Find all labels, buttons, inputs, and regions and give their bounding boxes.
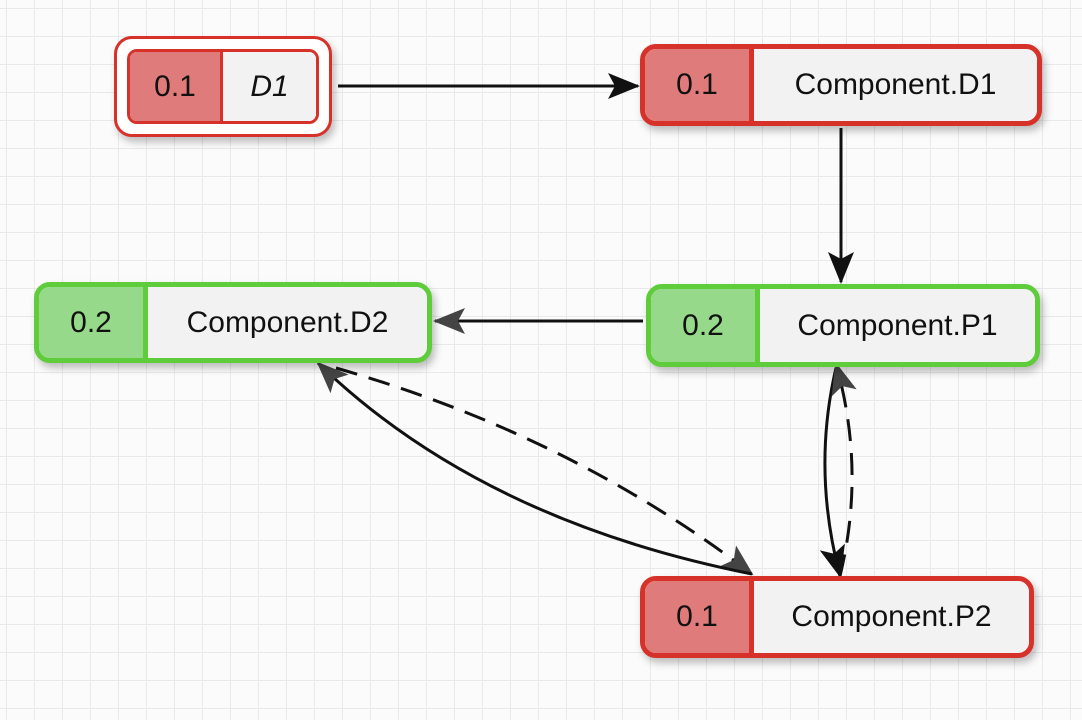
node-component-p1-label: Component.P1 — [760, 289, 1035, 362]
node-component-d2-score: 0.2 — [39, 287, 148, 358]
node-component-d1[interactable]: 0.1 Component.D1 — [640, 44, 1042, 126]
node-d1-inner: 0.1 D1 — [127, 49, 319, 124]
edge-component-p2-to-component-d2 — [316, 361, 753, 576]
node-component-p2-score: 0.1 — [645, 581, 754, 653]
edge-component-p2-to-component-p1 — [831, 362, 857, 577]
edge-component-d2-to-component-p2 — [335, 366, 754, 576]
node-component-p1[interactable]: 0.2 Component.P1 — [646, 284, 1040, 367]
edge-component-p1-to-component-p2 — [819, 367, 845, 578]
node-component-p2-label: Component.P2 — [754, 581, 1029, 653]
node-d1[interactable]: 0.1 D1 — [114, 36, 332, 137]
node-d1-label: D1 — [223, 52, 316, 121]
node-component-d2-label: Component.D2 — [148, 287, 427, 358]
node-d1-score: 0.1 — [130, 52, 223, 121]
node-component-d1-score: 0.1 — [645, 49, 754, 121]
node-component-d2[interactable]: 0.2 Component.D2 — [34, 282, 432, 363]
node-component-d1-label: Component.D1 — [754, 49, 1037, 121]
node-component-p2[interactable]: 0.1 Component.P2 — [640, 576, 1034, 658]
node-component-p1-score: 0.2 — [651, 289, 760, 362]
